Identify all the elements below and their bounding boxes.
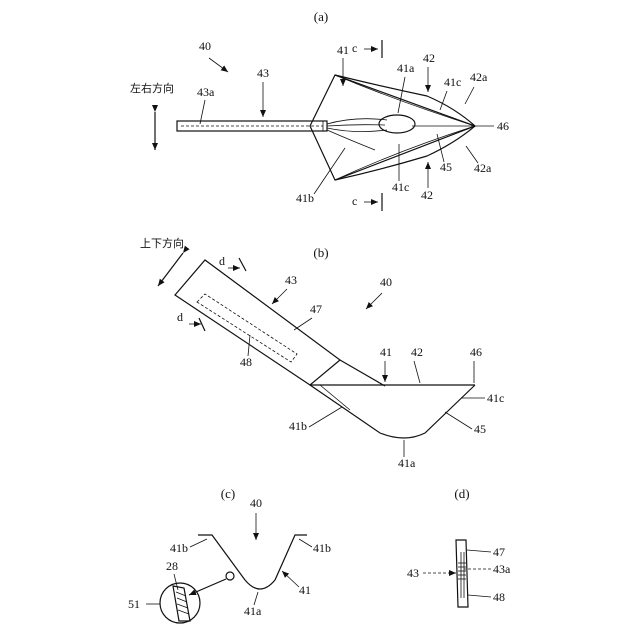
ref-40-a: 40 [199,39,211,53]
up-down-direction-label: 上下方向 [140,236,184,250]
ref-42-bottom: 42 [421,188,433,202]
ref-46-a: 46 [497,119,509,133]
ref-41-c: 41 [299,583,311,597]
wire-fan [327,119,387,150]
body-41-side [310,360,475,438]
ref-42a-top: 42a [470,70,488,84]
panel-d-refs: 47 43 43a 48 [407,545,511,604]
ref-47-d: 47 [493,545,505,559]
panel-a: (a) 左右方向 [130,9,509,211]
detail-circle [160,579,226,623]
panel-c: (c) 40 41b 41b 28 51 41a [128,486,331,623]
ref-41-a: 41 [337,43,349,57]
ref-43-b: 43 [285,273,297,287]
ref-41b-a: 41b [296,191,314,205]
ref-43a-d: 43a [493,562,511,576]
panel-a-label: (a) [314,9,328,24]
panel-b: (b) 上下方向 d d 43 40 [140,236,504,470]
panel-b-refs: 43 40 47 48 41 42 46 41b 41c 45 41a [240,273,504,470]
ref-47-b: 47 [310,302,322,316]
ref-43-a: 43 [257,66,269,80]
up-down-direction-arrow [158,253,183,286]
section-c-bottom: c [352,194,357,208]
panel-d-label: (d) [454,486,469,501]
panel-d: (d) 47 43 43a 48 [407,486,511,607]
stem-cross-section [456,540,468,607]
section-c-marks: c c [352,40,382,211]
ref-48-b: 48 [240,355,252,369]
section-d-bottom: d [177,310,183,324]
ref-51-c: 51 [128,597,140,611]
ref-41-b: 41 [380,345,392,359]
ref-41c-b: 41c [487,391,504,405]
section-c-top: c [352,41,357,55]
ref-45-b: 45 [474,422,486,436]
ref-41b-b: 41b [289,419,307,433]
stem-43 [177,121,327,131]
ref-40-c: 40 [250,496,262,510]
ref-41b-left: 41b [170,541,188,555]
ref-41a-b: 41a [398,456,416,470]
ref-46-b: 46 [470,345,482,359]
ref-42-b: 42 [411,345,423,359]
ref-42a-bottom: 42a [474,161,492,175]
panel-b-label: (b) [313,245,328,260]
ref-43-d: 43 [407,566,419,580]
cross-section-41 [198,535,307,589]
ref-41a-c: 41a [244,604,262,618]
ref-40-b: 40 [380,275,392,289]
section-d-top: d [219,254,225,268]
panel-c-label: (c) [221,486,235,501]
ref-41a-bottom: 41c [392,180,409,194]
stem-43-side [175,260,340,385]
ref-41c-top: 41c [444,75,461,89]
ref-41a-a: 41a [397,61,415,75]
left-right-direction-label: 左右方向 [130,81,174,95]
ref-48-d: 48 [493,590,505,604]
ref-42-top: 42 [423,51,435,65]
ref-28-c: 28 [166,559,178,573]
ref-43a-a: 43a [197,85,215,99]
ref-45-a: 45 [440,160,452,174]
ref-41b-right: 41b [313,541,331,555]
